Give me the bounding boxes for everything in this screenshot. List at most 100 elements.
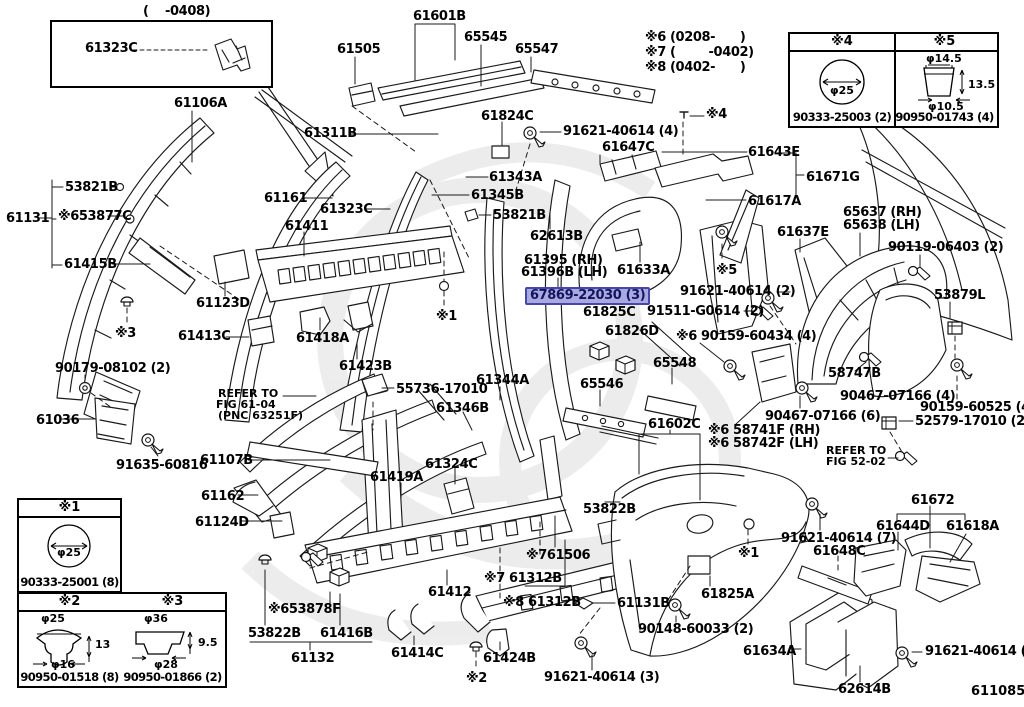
table5-dim-bottom: φ10.5: [928, 100, 964, 113]
table1-diameter: φ25: [57, 546, 81, 559]
part-label: 61672: [911, 493, 955, 508]
bracket-61424B: [486, 628, 510, 657]
part-label: 61413C: [178, 329, 231, 344]
part-label: ※761506: [526, 548, 591, 563]
part-label: 65546: [580, 377, 624, 392]
left-pillar-parts: [56, 89, 429, 434]
part-label: 65637 (RH): [843, 205, 922, 220]
part-label: 58747B: [828, 366, 881, 381]
part-label: ※7 ( -0402): [645, 45, 754, 60]
part-label: REFER TO: [218, 387, 279, 400]
part-label: 61414C: [391, 646, 444, 661]
part-label: ※6 58742F (LH): [708, 436, 819, 451]
part-label: 61423B: [339, 359, 392, 374]
part-label: 61411: [285, 219, 329, 234]
part-label: 91621-40614 (2): [680, 284, 796, 299]
part-label: 61346B: [436, 401, 489, 416]
table2-dim-top: φ25: [41, 612, 65, 625]
table1-part-number: 90333-25001 (8): [20, 575, 119, 589]
part-label: 61415B: [64, 257, 117, 272]
part-label: 65548: [653, 356, 697, 371]
grommet-profile-2: [33, 629, 92, 667]
part-label: 61323C: [85, 41, 138, 56]
part-label: ※6 90159-60434 (4): [676, 329, 817, 344]
part-label: ※653877C: [58, 209, 132, 224]
part-label: ※8 61312B: [503, 595, 581, 610]
part-label: 61648C: [813, 544, 866, 559]
part-label: FIG 61-04: [216, 398, 276, 411]
part-label: 65638 (LH): [843, 218, 920, 233]
part-label: (PNC 63251F): [218, 409, 304, 422]
part-label: 61311B: [304, 126, 357, 141]
part-label: 61424B: [483, 651, 536, 666]
part-label: 61637E: [777, 225, 829, 240]
part-label: REFER TO: [826, 444, 887, 457]
part-label: 91621-40614 (4): [563, 124, 679, 139]
part-label: 61418A: [296, 331, 349, 346]
quarter-panel: [597, 463, 810, 657]
table3-dim-right: 9.5: [198, 636, 218, 649]
grommet-profile-3: [132, 631, 193, 661]
part-label: 61107B: [200, 453, 253, 468]
fasteners: [78, 111, 973, 668]
center-pillar-parts: [443, 179, 581, 515]
part-label: 61633A: [617, 263, 670, 278]
part-label: 61416B: [320, 626, 373, 641]
part-label: 62614B: [838, 682, 891, 697]
part-label: 90467-07166 (4): [840, 389, 956, 404]
production-range-inset: [50, 20, 273, 88]
part-label: 91511-G0614 (2): [647, 304, 764, 319]
leader-lines: [39, 23, 967, 683]
part-label: ※2: [466, 671, 487, 686]
part-label: 53822B: [583, 502, 636, 517]
part-label: ※5: [716, 263, 737, 278]
part-label: 91621-40614 (3): [925, 644, 1024, 659]
grommet-diagram-phi25: [819, 59, 865, 105]
part-label: 53879L: [934, 288, 986, 303]
floor-panel: [213, 225, 465, 347]
part-label: 61618A: [946, 519, 999, 534]
highlighted-part-label[interactable]: 67869-22030 (3): [525, 287, 651, 305]
part-label: 90119-06403 (2): [888, 240, 1004, 255]
part-label: 61323C: [320, 202, 373, 217]
part-label: 65545: [464, 30, 508, 45]
spec-table-2: ※2 φ25 13 φ16 90950-01518 (8): [17, 592, 122, 688]
part-label: 61344A: [476, 373, 529, 388]
part-label: 61643E: [748, 145, 800, 160]
table3-header: ※3: [120, 594, 225, 612]
table5-dim-top: φ14.5: [926, 52, 962, 65]
part-label: 61825C: [583, 305, 636, 320]
table2-dim-bottom: φ16: [51, 658, 75, 671]
spec-table-3: ※3 φ36 9.5 φ28 90950-01866 (2): [120, 592, 227, 688]
part-label: 61412: [428, 585, 472, 600]
table5-dim-right: 13.5: [968, 78, 996, 91]
part-label: 61825A: [701, 587, 754, 602]
part-label: ※7 61312B: [484, 571, 562, 586]
table3-part-number: 90950-01866 (2): [123, 670, 222, 684]
spec-table-1: ※1 φ25 90333-25001 (8): [17, 498, 122, 593]
table2-header: ※2: [19, 594, 120, 612]
table4-header: ※4: [790, 34, 894, 52]
part-label: 61124D: [195, 515, 249, 530]
part-label: 61131: [6, 211, 50, 226]
table5-header: ※5: [892, 34, 997, 52]
part-label: 61324C: [425, 457, 478, 472]
part-label: ( -0408): [143, 4, 211, 19]
part-label: 65547: [515, 42, 559, 57]
part-label: 55736-17010: [396, 382, 488, 397]
part-label: 61602C: [648, 417, 701, 432]
part-label: 61634A: [743, 644, 796, 659]
part-label: 61123D: [196, 296, 250, 311]
roof-rail-parts: [348, 60, 656, 159]
part-label: 61601B: [413, 9, 466, 24]
spec-table-45: ※4 φ25 90333-25003 (2) ※5 φ14.5 13.5 φ10…: [788, 32, 999, 128]
part-label: 53821B: [493, 208, 546, 223]
part-label: ※4: [706, 107, 727, 122]
part-label: 61824C: [481, 109, 534, 124]
part-label: 61345B: [471, 188, 524, 203]
part-label: 90179-08102 (2): [55, 361, 171, 376]
part-label: 61419A: [370, 470, 423, 485]
